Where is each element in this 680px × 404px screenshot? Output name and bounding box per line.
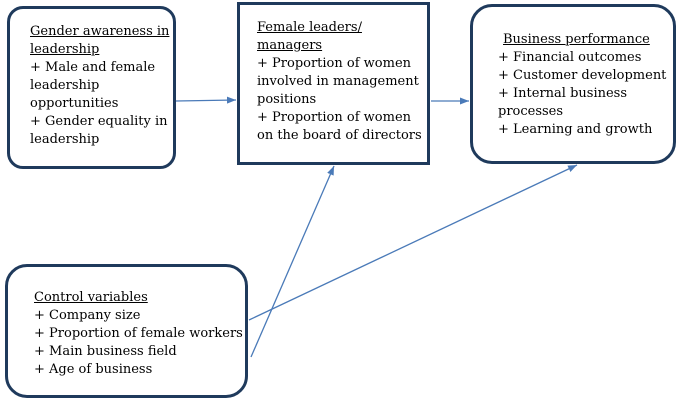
gender-awareness-box: Gender awareness in leadership + Male an… — [7, 6, 176, 169]
control-variables-title: Control variables — [34, 290, 148, 305]
female-leaders-item: + Proportion of women on the board of di… — [257, 110, 422, 143]
control-variables-item: + Proportion of female workers — [34, 326, 243, 341]
gender-awareness-item: + Male and female leadership opportuniti… — [30, 60, 156, 111]
business-performance-item: + Financial outcomes — [498, 50, 642, 65]
control-variables-item: + Company size — [34, 308, 141, 323]
arrow-control-to-business — [248, 164, 578, 321]
female-leaders-box: Female leaders/ managers + Proportion of… — [237, 2, 430, 165]
business-performance-item: + Learning and growth — [498, 122, 653, 137]
business-performance-title: Business performance — [503, 32, 650, 47]
arrow-gender-to-female — [175, 96, 237, 104]
business-performance-item: + Internal business processes — [498, 86, 628, 119]
gender-awareness-title: Gender awareness in leadership — [30, 24, 170, 57]
arrow-control-to-female — [250, 165, 335, 358]
gender-awareness-item: + Gender equality in leadership — [30, 114, 168, 147]
female-leaders-item: + Proportion of women involved in manage… — [257, 56, 419, 107]
business-performance-item: + Customer development — [498, 68, 667, 83]
control-variables-box: Control variables + Company size + Propo… — [5, 264, 248, 398]
business-performance-box: Business performance + Financial outcome… — [470, 4, 676, 164]
female-leaders-title: Female leaders/ managers — [257, 20, 362, 53]
control-variables-item: + Age of business — [34, 362, 153, 377]
control-variables-item: + Main business field — [34, 344, 177, 359]
